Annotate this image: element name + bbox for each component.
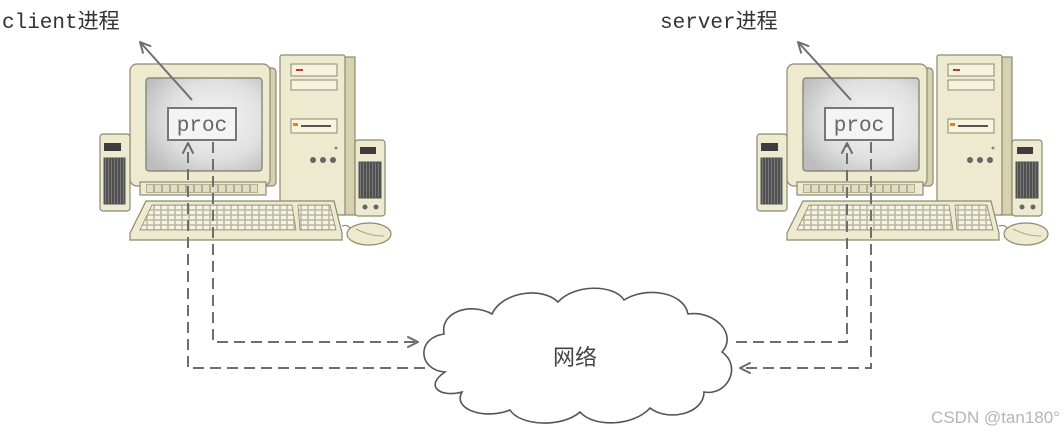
power-led (334, 146, 338, 150)
tower (936, 54, 1013, 216)
tower-front (936, 54, 1003, 216)
keyboard-numpad (954, 204, 994, 231)
speaker-grille (760, 157, 783, 205)
speaker-display (104, 143, 121, 151)
client-process-label: client进程 (2, 10, 120, 35)
left-speaker (756, 133, 788, 212)
drive-bay (290, 63, 338, 77)
tower-button (330, 157, 336, 163)
speaker-grille (103, 157, 126, 205)
floppy-light (293, 123, 298, 126)
proc-label: proc (834, 115, 884, 138)
right-speaker (354, 139, 386, 217)
speaker-knob (1019, 204, 1025, 210)
network-cloud: 网络 (423, 287, 733, 424)
mouse (998, 222, 1049, 246)
client-computer (99, 54, 392, 246)
mouse-button-line (1012, 228, 1042, 237)
speaker-knob (1030, 204, 1036, 210)
monitor-vents (146, 184, 258, 193)
tower-button (320, 157, 326, 163)
drive-bay (290, 79, 338, 91)
speaker-grille (358, 161, 382, 199)
watermark: CSDN @tan180° (931, 408, 1060, 427)
speaker-grille (1015, 161, 1039, 199)
power-led (991, 146, 995, 150)
keyboard (129, 200, 343, 241)
tower-front (279, 54, 346, 216)
drive-indicator (296, 69, 303, 71)
proc-label: proc (177, 115, 227, 138)
floppy-slot (301, 125, 331, 127)
mouse-button-line (355, 228, 385, 237)
left-speaker (99, 133, 131, 212)
mouse (341, 222, 392, 246)
speaker-display (360, 147, 376, 154)
server-process-label: server进程 (660, 10, 778, 35)
speaker-knob (373, 204, 379, 210)
keyboard-keys (139, 204, 297, 231)
client-proc-box: proc (167, 107, 237, 141)
drive-indicator (953, 69, 960, 71)
keyboard-numpad (297, 204, 337, 231)
server-computer (756, 54, 1049, 246)
speaker-display (1017, 147, 1033, 154)
server-proc-box: proc (824, 107, 894, 141)
speaker-knob (362, 204, 368, 210)
tower (279, 54, 356, 216)
tower-button (310, 157, 316, 163)
tower-button (967, 157, 973, 163)
client-proc-pointer-arrow (139, 41, 193, 101)
proc-box-frame (167, 107, 237, 141)
keyboard-keys (796, 204, 954, 231)
right-speaker (1011, 139, 1043, 217)
server-send-path-arrow (739, 142, 872, 374)
cloud-shape (423, 287, 733, 424)
network-label: 网络 (553, 346, 597, 371)
tower-button (987, 157, 993, 163)
speaker-display (761, 143, 778, 151)
client-receive-path-arrow (182, 142, 425, 369)
server-receive-path-arrow (736, 142, 853, 343)
server-proc-pointer-arrow (797, 41, 852, 101)
keyboard (786, 200, 1000, 241)
proc-box-frame (824, 107, 894, 141)
monitor-vents (803, 184, 915, 193)
floppy-light (950, 123, 955, 126)
drive-bay (947, 79, 995, 91)
tower-button (977, 157, 983, 163)
floppy-slot (958, 125, 988, 127)
drive-bay (947, 63, 995, 77)
